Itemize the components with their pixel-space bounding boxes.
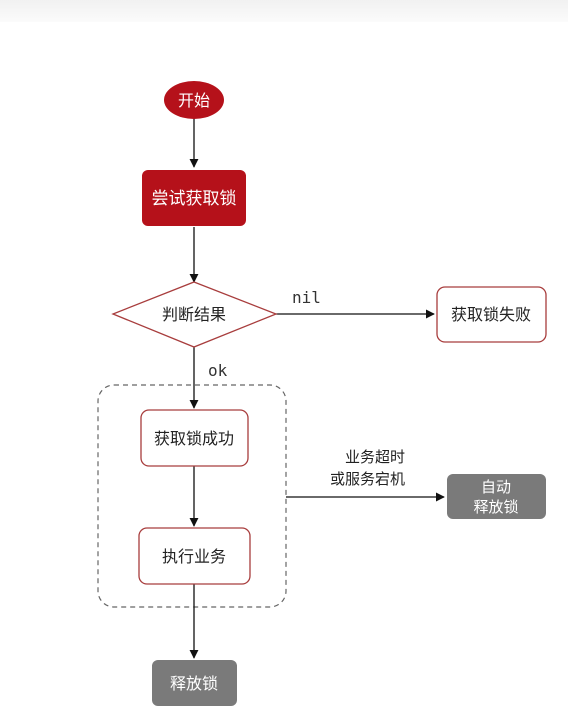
auto-release-node [447,474,546,519]
execute-label: 执行业务 [162,547,226,566]
success-label: 获取锁成功 [154,429,234,448]
fail-label: 获取锁失败 [451,305,531,324]
edge-label-ok: ok [208,361,228,380]
release-label: 释放锁 [170,674,218,693]
start-node [164,81,224,119]
try-lock-node [142,170,246,226]
success-node [140,409,249,467]
auto-release-label-line1: 自动 [481,478,511,496]
release-node [152,660,237,706]
start-label: 开始 [178,91,210,110]
edge-label-nil: nil [292,288,321,307]
auto-release-label-line2: 释放锁 [473,498,518,516]
execute-node [138,527,251,585]
judge-label: 判断结果 [162,305,226,324]
fail-node [436,286,547,343]
edge-label-timeout-line1: 业务超时 [345,448,405,466]
try-lock-label: 尝试获取锁 [152,189,237,209]
judge-node [111,281,278,348]
edge-label-timeout-line2: 或服务宕机 [330,470,405,488]
top-bar [0,0,568,22]
